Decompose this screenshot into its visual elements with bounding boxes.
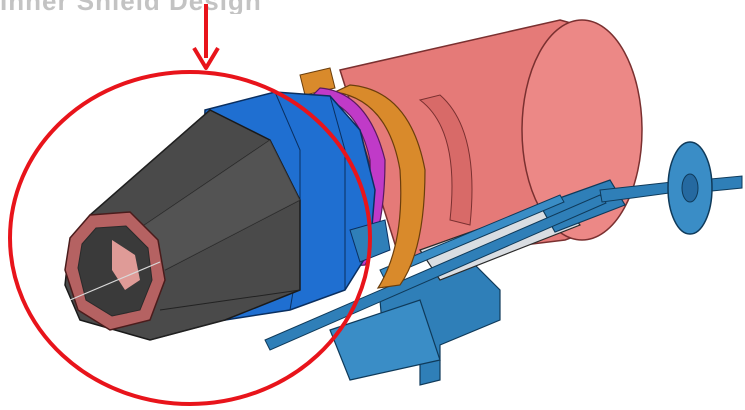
cone-facet-1 [89,109,211,216]
collar-facet-2 [329,95,346,290]
down-arrow-head [192,46,220,70]
cone-highlight [140,140,300,270]
cone-facet-5 [149,319,226,341]
beam-line [69,261,161,301]
annotation [8,4,372,406]
base-plate [329,299,441,381]
ring-body [332,84,426,289]
opening-glow [112,240,140,290]
cone-facet-4 [159,289,301,311]
highlight-circle-icon [8,70,372,406]
cone-opening [64,211,166,331]
rail-rod-upper [379,194,565,279]
hand-wheel-hub [681,173,699,203]
cylinder-step [418,94,473,226]
caption-text: Inner Shield Design [0,0,320,14]
